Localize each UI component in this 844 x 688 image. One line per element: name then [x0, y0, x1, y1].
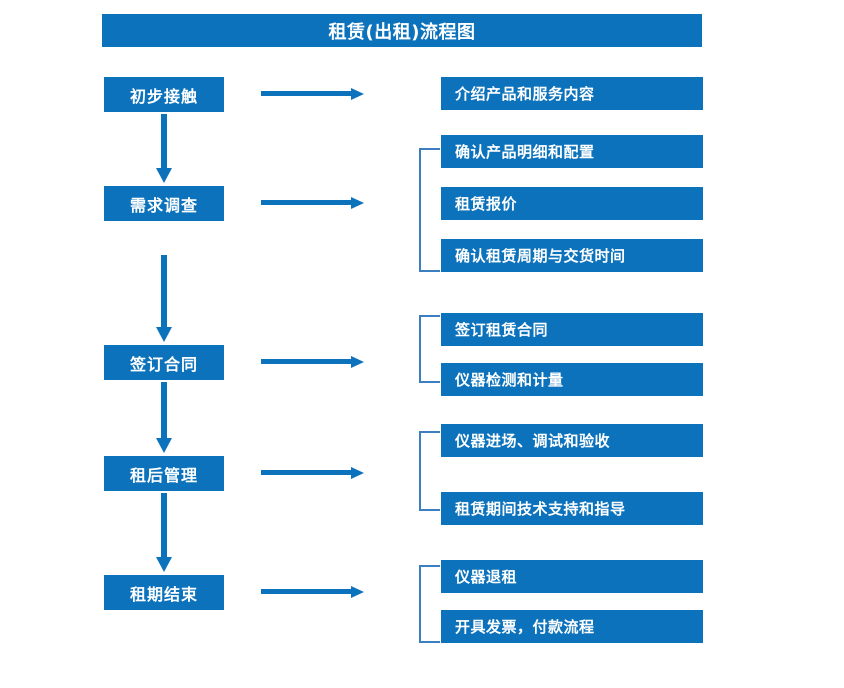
right-arrow-icon-1 [261, 86, 365, 102]
detail-box-仪器检测和计量[interactable]: 仪器检测和计量 [441, 363, 703, 396]
group-bracket-签订合同 [419, 315, 440, 383]
down-arrow-icon-1 [155, 114, 173, 184]
stage-box-租后管理[interactable]: 租后管理 [104, 456, 224, 491]
right-arrow-icon-3 [261, 354, 365, 370]
group-bracket-需求调查 [419, 148, 440, 272]
group-bracket-租期结束 [419, 565, 440, 643]
detail-box-仪器退租[interactable]: 仪器退租 [441, 560, 703, 593]
right-arrow-icon-2 [261, 195, 365, 211]
down-arrow-icon-3 [155, 382, 173, 454]
stage-box-需求调查[interactable]: 需求调查 [104, 186, 224, 221]
detail-box-确认租赁周期与交货时间[interactable]: 确认租赁周期与交货时间 [441, 239, 703, 272]
detail-box-签订租赁合同[interactable]: 签订租赁合同 [441, 313, 703, 346]
detail-box-仪器进场调试和验收[interactable]: 仪器进场、调试和验收 [441, 424, 703, 457]
detail-box-介绍产品和服务内容[interactable]: 介绍产品和服务内容 [441, 77, 703, 110]
page-title: 租赁(出租)流程图 [102, 14, 702, 47]
detail-box-确认产品明细和配置[interactable]: 确认产品明细和配置 [441, 135, 703, 168]
down-arrow-icon-2 [155, 255, 173, 343]
detail-box-租赁期间技术支持和指导[interactable]: 租赁期间技术支持和指导 [441, 492, 703, 525]
down-arrow-icon-4 [155, 493, 173, 573]
right-arrow-icon-5 [261, 584, 365, 600]
detail-box-开具发票付款流程[interactable]: 开具发票，付款流程 [441, 610, 703, 643]
group-bracket-租后管理 [419, 431, 440, 511]
right-arrow-icon-4 [261, 465, 365, 481]
detail-box-租赁报价[interactable]: 租赁报价 [441, 187, 703, 220]
stage-box-租期结束[interactable]: 租期结束 [104, 575, 224, 610]
stage-box-签订合同[interactable]: 签订合同 [104, 345, 224, 380]
stage-box-初步接触[interactable]: 初步接触 [104, 77, 224, 112]
